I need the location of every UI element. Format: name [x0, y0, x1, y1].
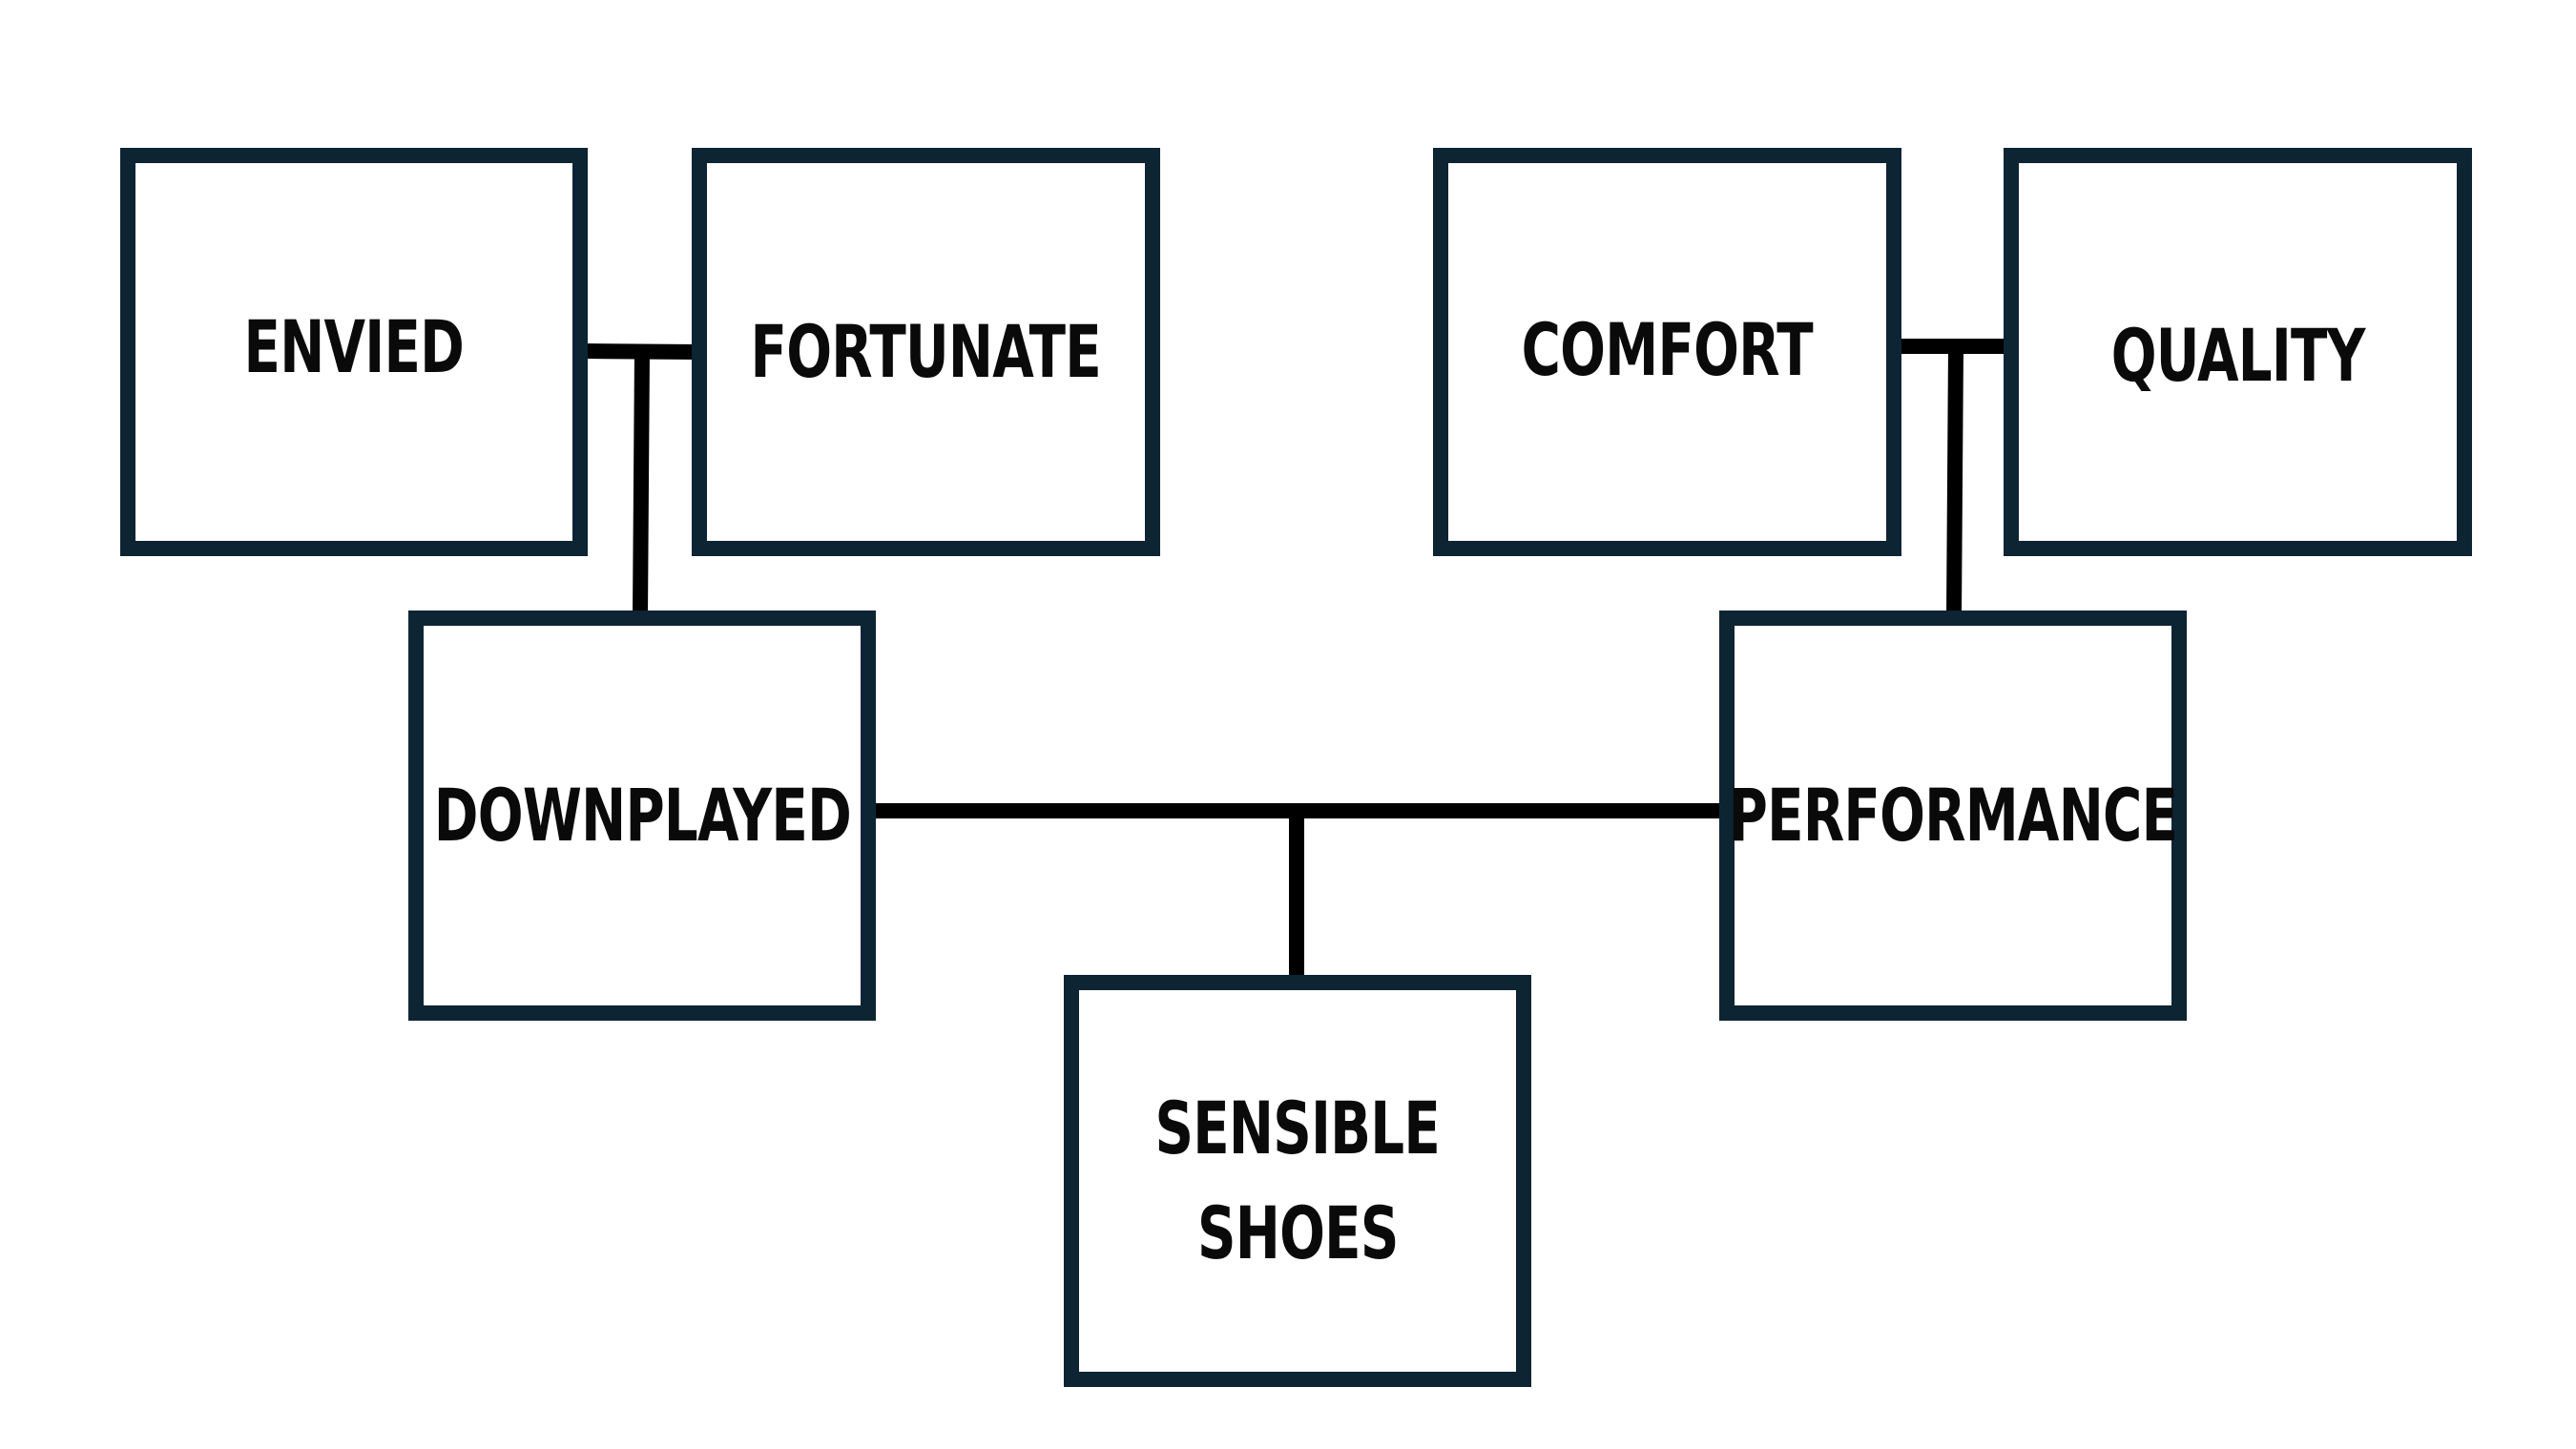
node-quality: QUALITY — [2004, 148, 2472, 556]
node-comfort: COMFORT — [1433, 148, 1901, 556]
node-performance: PERFORMANCE — [1719, 611, 2187, 1021]
node-label-envied: ENVIED — [243, 304, 465, 389]
node-label-comfort: COMFORT — [1521, 307, 1814, 392]
node-sensible-shoes: SENSIBLE SHOES — [1064, 975, 1531, 1387]
node-label-sensible-shoes-line1: SENSIBLE — [1154, 1086, 1441, 1170]
node-fortunate: FORTUNATE — [692, 148, 1160, 556]
node-envied: ENVIED — [120, 148, 588, 556]
connector-envied-fortunate-to-downplayed — [633, 350, 650, 617]
node-label-performance: PERFORMANCE — [1728, 773, 2178, 858]
node-label-downplayed: DOWNPLAYED — [433, 773, 851, 858]
node-label-fortunate: FORTUNATE — [750, 309, 1102, 394]
connector-comfort-quality-to-performance — [1946, 345, 1963, 617]
node-label-sensible-shoes-line2: SHOES — [1196, 1190, 1399, 1275]
node-downplayed: DOWNPLAYED — [408, 611, 876, 1021]
node-label-quality: QUALITY — [2110, 313, 2366, 398]
